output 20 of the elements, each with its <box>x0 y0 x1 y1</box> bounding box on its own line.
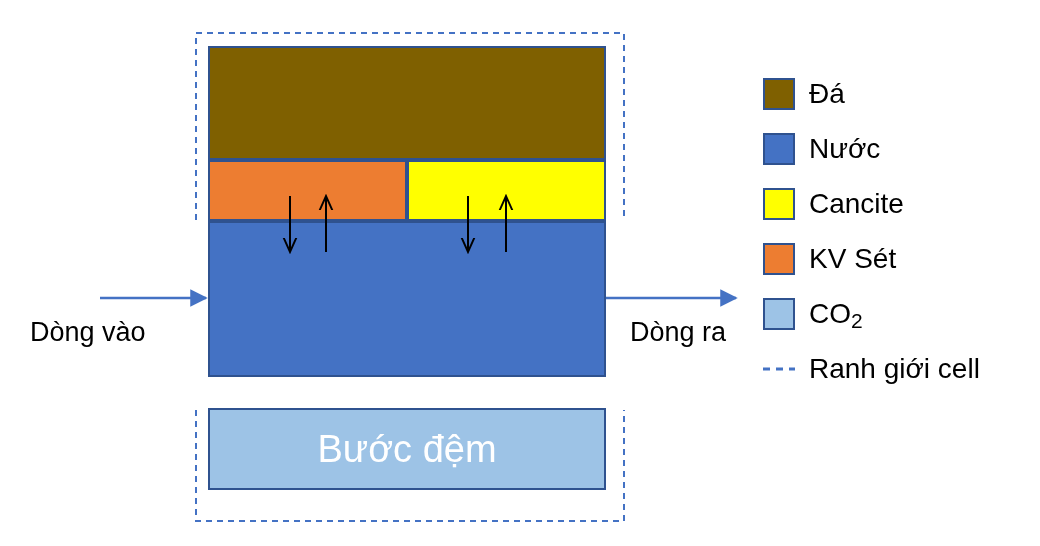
legend-label: Nước <box>809 132 881 166</box>
edge-label: Dòng vào <box>30 316 146 349</box>
legend-label: CO$_{2}$ <box>809 297 863 335</box>
exchange-arrow <box>318 195 334 253</box>
legend-label: Cancite <box>809 187 904 221</box>
water-zone <box>208 221 606 377</box>
legend-label: Đá <box>809 77 845 111</box>
legend-label: Ranh giới cell <box>809 352 980 386</box>
clay-zone <box>208 160 407 221</box>
exchange-arrow <box>460 195 476 253</box>
flow-arrow <box>100 289 208 307</box>
flow-arrow <box>606 289 738 307</box>
exchange-arrow <box>498 195 514 253</box>
buffer-box <box>208 408 606 490</box>
rock-layer <box>208 46 606 160</box>
buffer-label: Bước đệm <box>317 426 497 472</box>
exchange-arrow <box>282 195 298 253</box>
edge-label: Dòng ra <box>630 316 727 349</box>
legend-label: KV Sét <box>809 242 897 276</box>
calcite-zone <box>407 160 606 221</box>
